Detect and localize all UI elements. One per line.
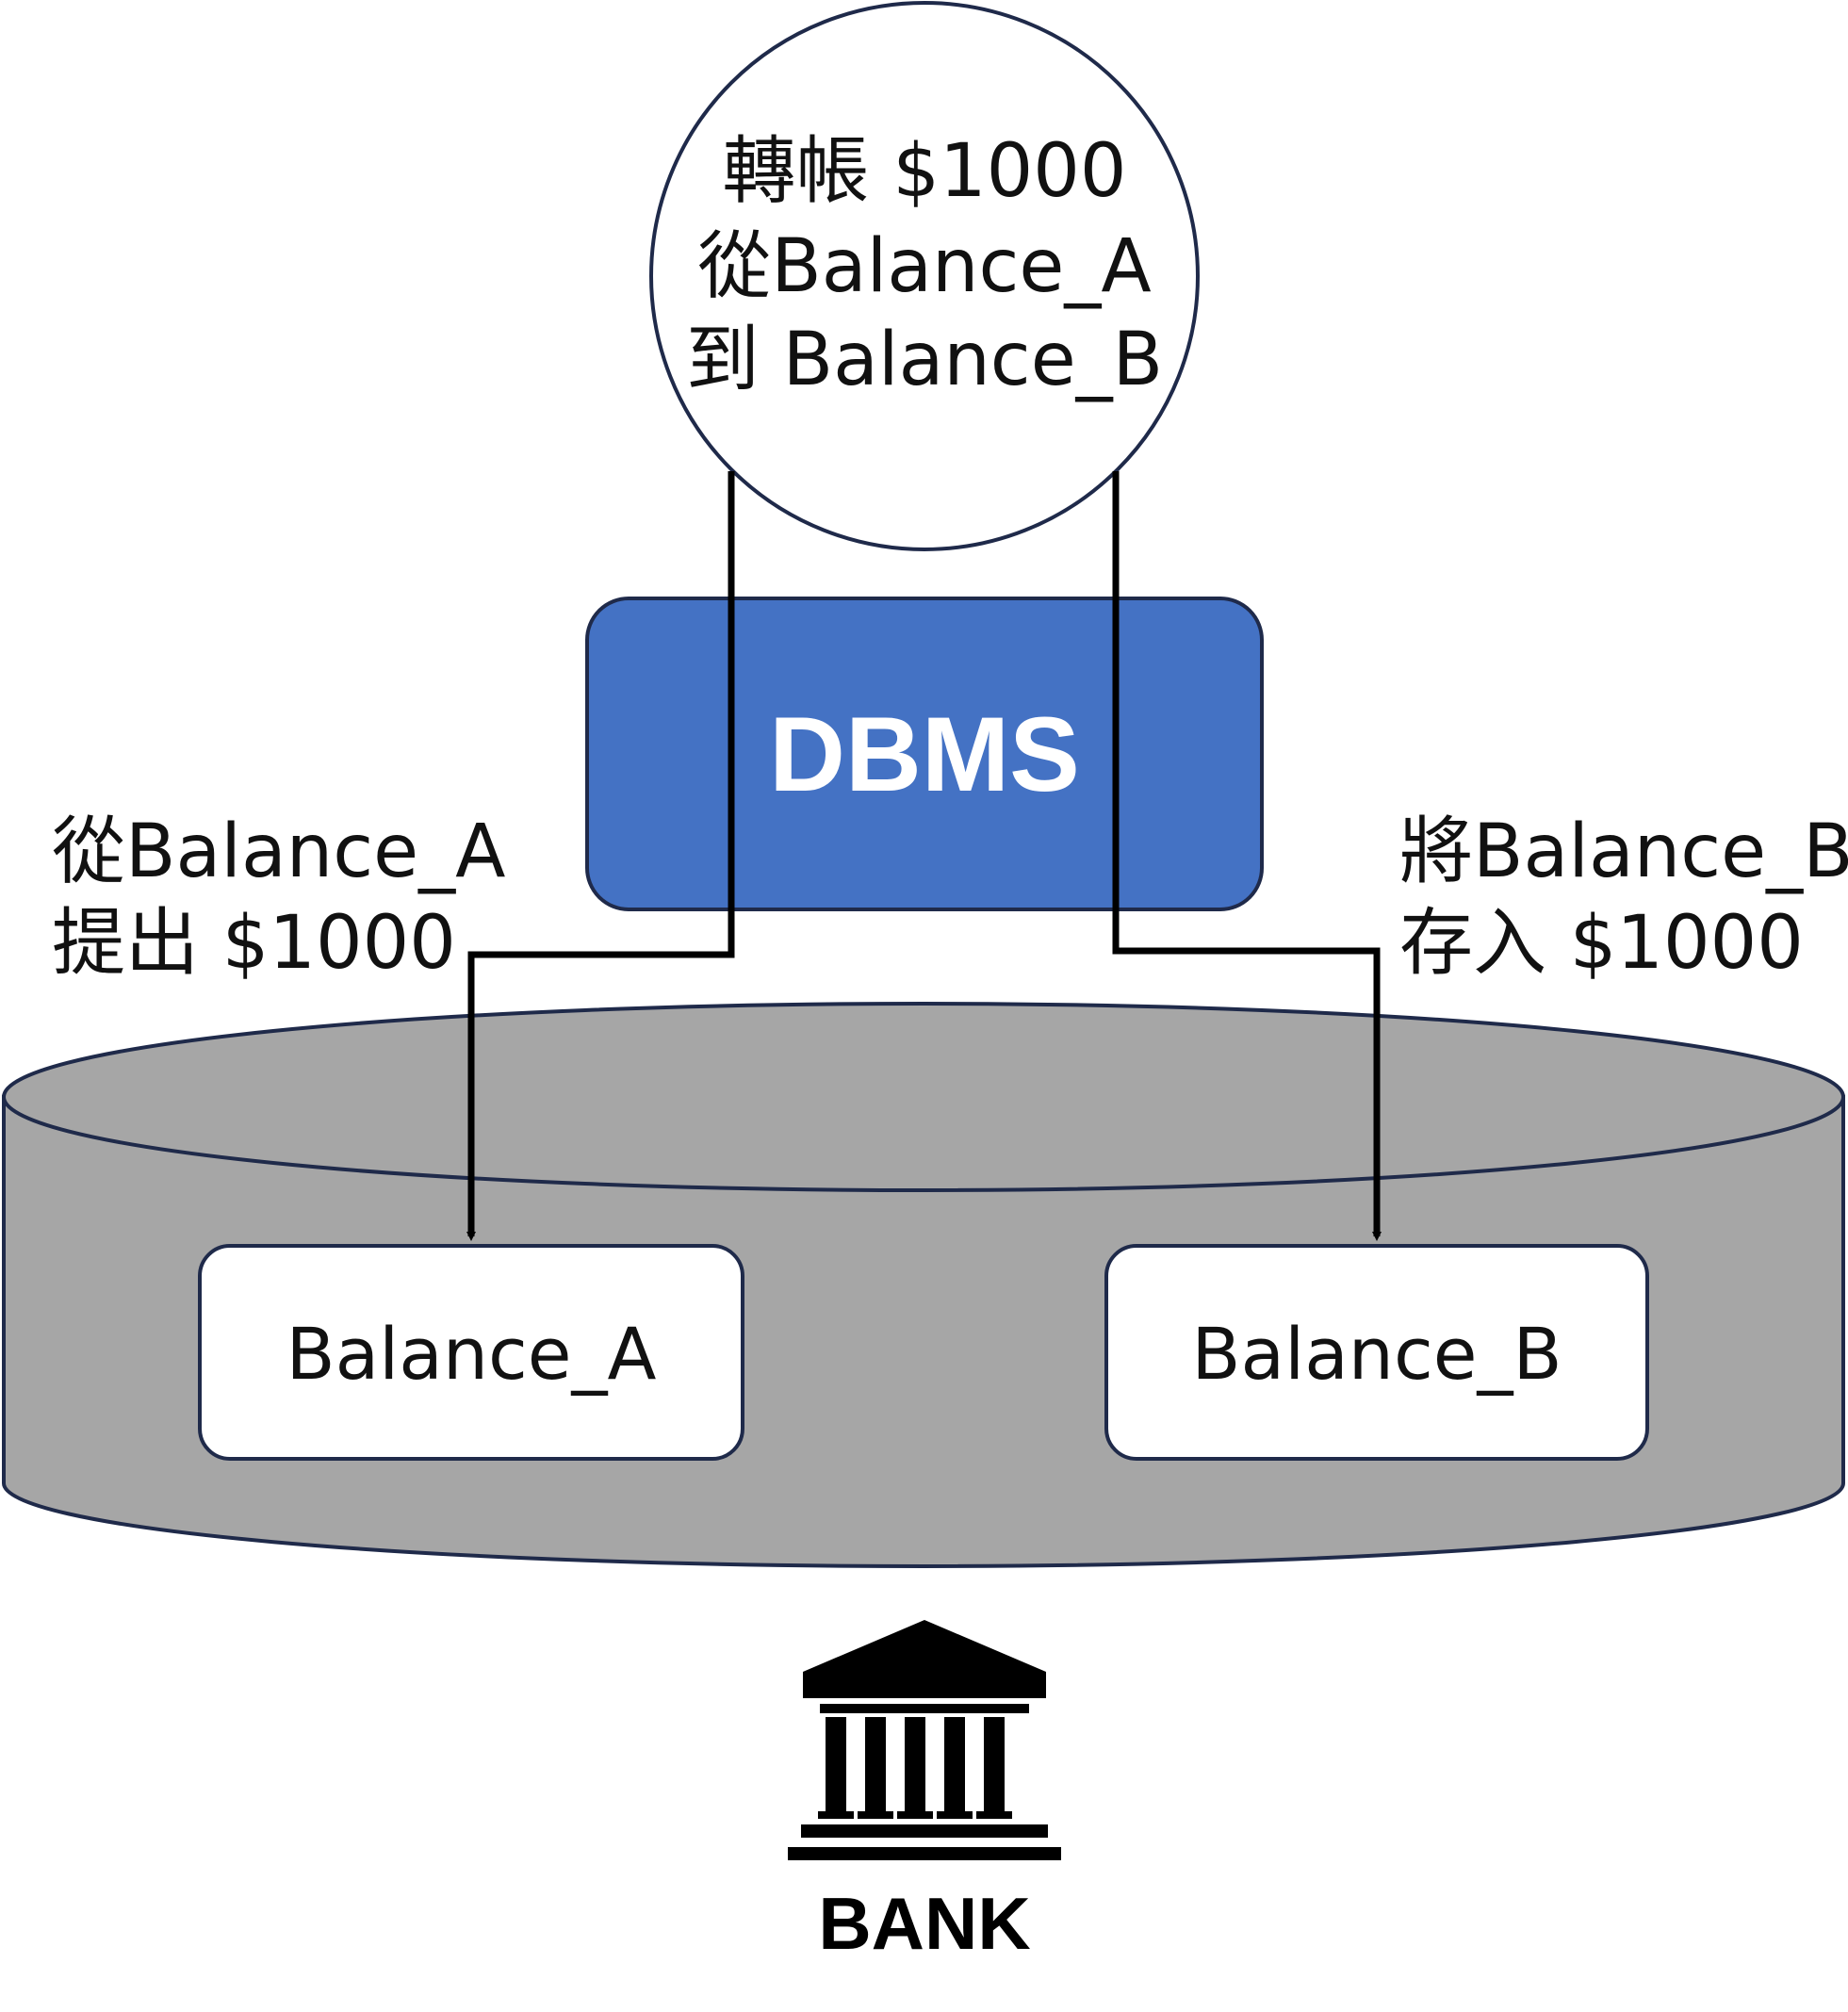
balance-a-box[interactable]: Balance_A (198, 1244, 744, 1461)
cylinder-top (2, 1002, 1845, 1192)
left-annotation: 從Balance_A 提出 $1000 (52, 810, 505, 986)
balance-b-box[interactable]: Balance_B (1104, 1244, 1649, 1461)
right-annotation-line-1: 將Balance_B (1399, 810, 1848, 894)
right-annotation-line-2: 存入 $1000 (1399, 901, 1804, 986)
left-annotation-line-2: 提出 $1000 (52, 901, 456, 986)
transfer-node[interactable]: 轉帳 $1000 從Balance_A 到 Balance_B (649, 1, 1200, 551)
balance-b-label: Balance_B (1191, 1312, 1562, 1396)
deposit-arrow (1112, 471, 1382, 1241)
dbms-label: DBMS (769, 695, 1080, 813)
transfer-line-2: 從Balance_A (697, 224, 1151, 309)
transfer-line-1: 轉帳 $1000 (723, 129, 1127, 214)
left-annotation-line-1: 從Balance_A (52, 810, 505, 894)
bank-label: BANK (818, 1882, 1030, 1965)
transfer-line-3: 到 Balance_B (686, 318, 1163, 402)
bank-icon (788, 1620, 1061, 1860)
dbms-box[interactable]: DBMS (585, 597, 1264, 911)
balance-a-label: Balance_A (286, 1312, 656, 1396)
right-annotation: 將Balance_B 存入 $1000 (1399, 810, 1848, 986)
withdraw-arrow (466, 471, 735, 1241)
